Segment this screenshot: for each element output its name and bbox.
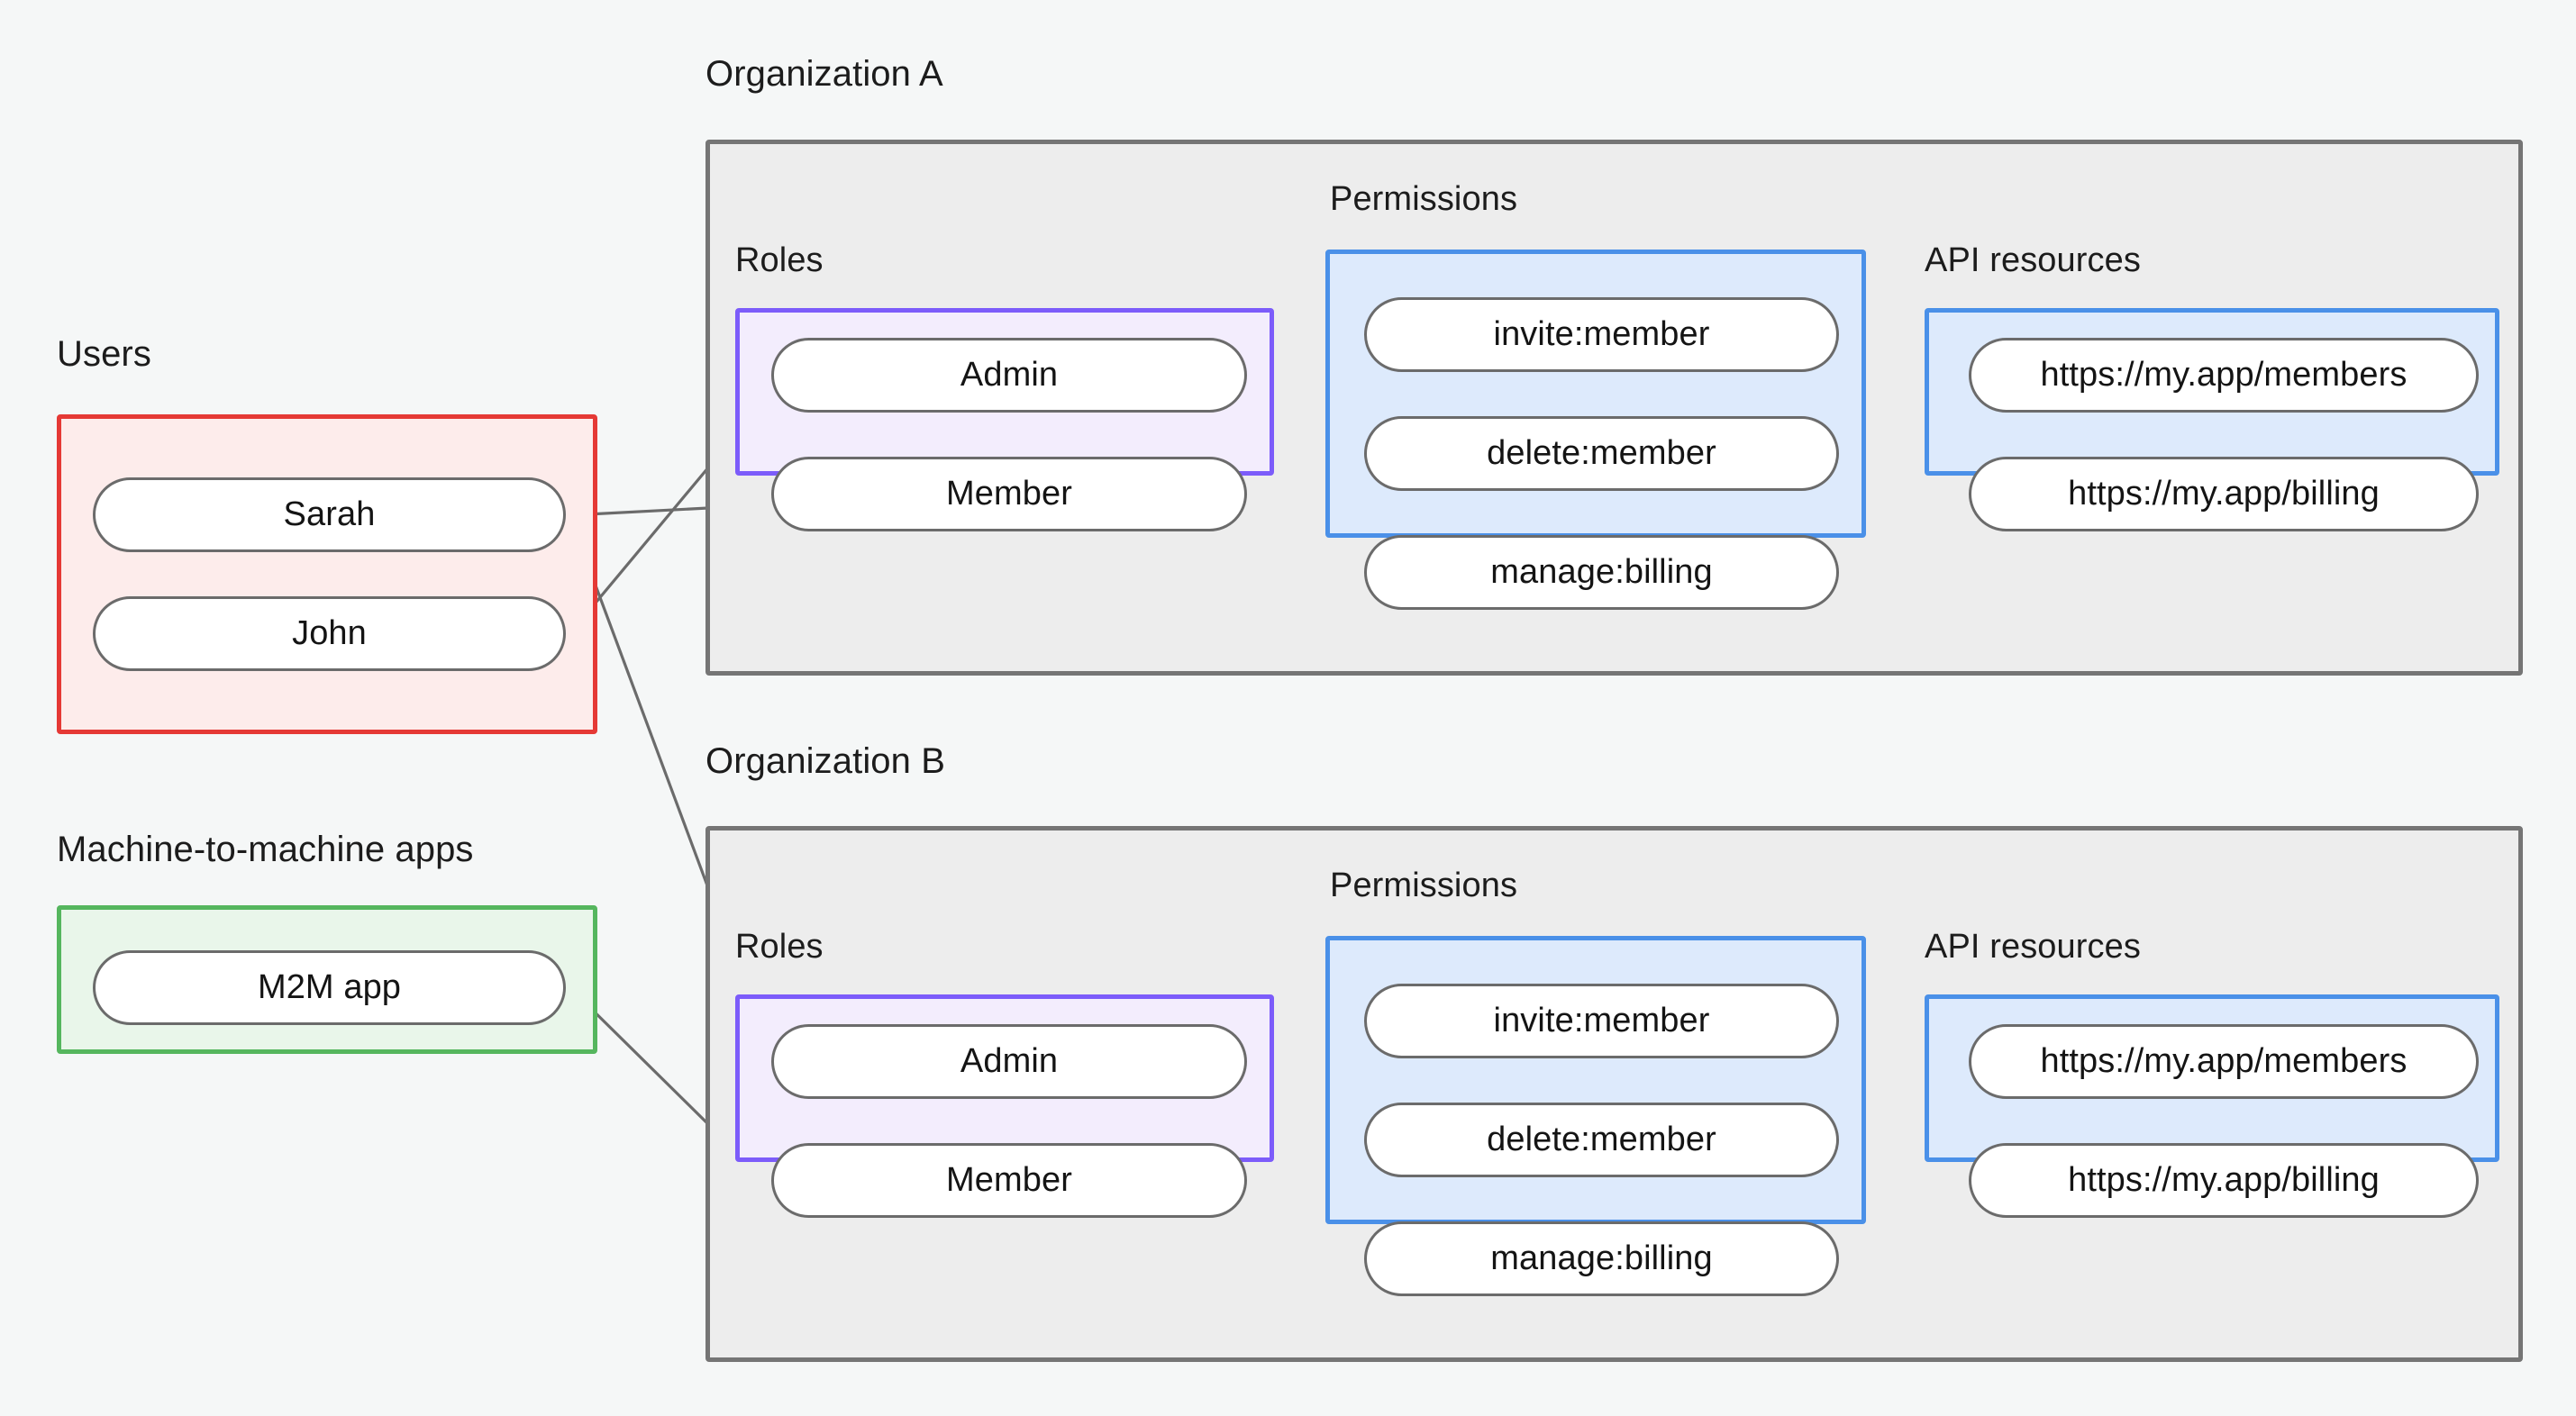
- orgB-permission-manage-billing[interactable]: manage:billing: [1364, 1221, 1839, 1296]
- organization-b-label: Organization B: [705, 741, 945, 781]
- orgB-permissions-box: invite:member delete:member manage:billi…: [1325, 936, 1866, 1296]
- orgA-role-member[interactable]: Member: [771, 457, 1247, 531]
- orgA-permission-manage-billing[interactable]: manage:billing: [1364, 535, 1839, 610]
- orgB-role-member[interactable]: Member: [771, 1143, 1247, 1218]
- orgB-api-resources-box: https://my.app/members https://my.app/bi…: [1925, 994, 2499, 1218]
- orgA-role-admin[interactable]: Admin: [771, 338, 1247, 413]
- orgA-permission-delete-member[interactable]: delete:member: [1364, 416, 1839, 491]
- organization-b-box: Roles Admin Member Permissions invite:me…: [705, 826, 2523, 1362]
- user-node-john[interactable]: John: [93, 596, 566, 671]
- orgA-roles-box: Admin Member: [735, 308, 1274, 531]
- orgB-permission-delete-member[interactable]: delete:member: [1364, 1103, 1839, 1177]
- orgB-roles-box: Admin Member: [735, 994, 1274, 1218]
- orgA-api-resources-box: https://my.app/members https://my.app/bi…: [1925, 308, 2499, 531]
- orgA-permission-invite-member[interactable]: invite:member: [1364, 297, 1839, 372]
- organization-a-label: Organization A: [705, 54, 943, 94]
- m2m-group-box: M2M app: [57, 905, 597, 1054]
- orgA-api-resource-members[interactable]: https://my.app/members: [1969, 338, 2479, 413]
- orgB-api-resources-label: API resources: [1925, 928, 2141, 966]
- orgA-permissions-label: Permissions: [1330, 180, 1518, 218]
- orgB-api-resource-members[interactable]: https://my.app/members: [1969, 1024, 2479, 1099]
- organization-a-box: Roles Admin Member Permissions invite:me…: [705, 140, 2523, 676]
- m2m-group-label: Machine-to-machine apps: [57, 830, 474, 869]
- orgB-role-admin[interactable]: Admin: [771, 1024, 1247, 1099]
- orgB-permissions-label: Permissions: [1330, 867, 1518, 904]
- orgB-roles-label: Roles: [735, 928, 824, 966]
- users-group-box: Sarah John: [57, 414, 597, 734]
- orgA-api-resource-billing[interactable]: https://my.app/billing: [1969, 457, 2479, 531]
- orgA-roles-label: Roles: [735, 241, 824, 279]
- orgB-api-resource-billing[interactable]: https://my.app/billing: [1969, 1143, 2479, 1218]
- m2m-node-app[interactable]: M2M app: [93, 950, 566, 1025]
- user-node-sarah[interactable]: Sarah: [93, 477, 566, 552]
- users-group-label: Users: [57, 334, 151, 374]
- orgA-api-resources-label: API resources: [1925, 241, 2141, 279]
- orgB-permission-invite-member[interactable]: invite:member: [1364, 984, 1839, 1058]
- orgA-permissions-box: invite:member delete:member manage:billi…: [1325, 250, 1866, 610]
